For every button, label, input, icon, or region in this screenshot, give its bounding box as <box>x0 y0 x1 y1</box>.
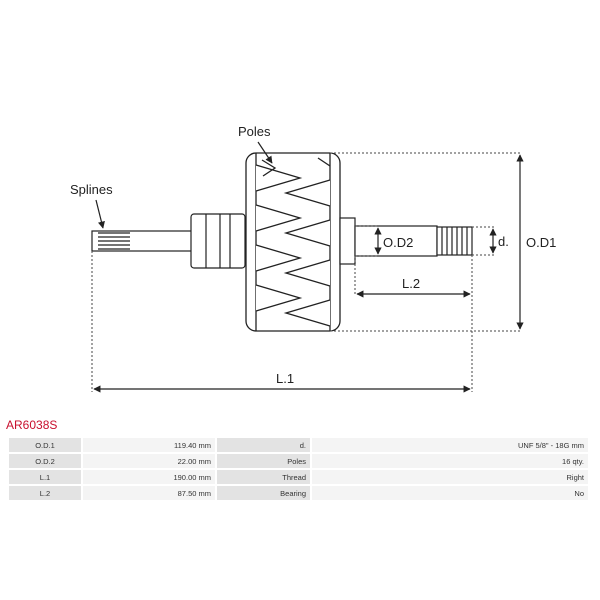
table-row: L.2 87.50 mm Bearing No <box>9 486 588 500</box>
spec-value: 190.00 mm <box>83 470 215 484</box>
spec-key: L.1 <box>9 470 81 484</box>
spec-key: Bearing <box>217 486 310 500</box>
spec-value: Right <box>312 470 588 484</box>
table-row: L.1 190.00 mm Thread Right <box>9 470 588 484</box>
dimension-arrows <box>93 141 524 393</box>
spec-key: L.2 <box>9 486 81 500</box>
d-label: d. <box>498 234 509 249</box>
spline-shaft <box>91 230 193 252</box>
rotor-diagram: Poles Splines O.D1 O.D2 d. L.1 L.2 <box>70 124 556 393</box>
poles-leader <box>257 141 273 164</box>
slip-rings <box>190 213 246 269</box>
spec-key: d. <box>217 438 310 452</box>
rotor-poles <box>245 152 341 332</box>
spec-key: O.D.2 <box>9 454 81 468</box>
spec-key: Poles <box>217 454 310 468</box>
spec-value: 22.00 mm <box>83 454 215 468</box>
poles-label: Poles <box>238 124 271 139</box>
spec-value: No <box>312 486 588 500</box>
specs-table: O.D.1 119.40 mm d. UNF 5/8" - 18G mm O.D… <box>7 436 590 502</box>
spec-value: 87.50 mm <box>83 486 215 500</box>
l2-label: L.2 <box>402 276 420 291</box>
extension-lines <box>91 152 522 392</box>
spec-key: Thread <box>217 470 310 484</box>
right-shaft <box>339 217 473 265</box>
spec-value: 119.40 mm <box>83 438 215 452</box>
table-row: O.D.1 119.40 mm d. UNF 5/8" - 18G mm <box>9 438 588 452</box>
part-number: AR6038S <box>6 418 58 432</box>
spec-key: O.D.1 <box>9 438 81 452</box>
splines-label: Splines <box>70 182 113 197</box>
splines-leader <box>95 199 105 229</box>
spec-value: UNF 5/8" - 18G mm <box>312 438 588 452</box>
spec-value: 16 qty. <box>312 454 588 468</box>
table-row: O.D.2 22.00 mm Poles 16 qty. <box>9 454 588 468</box>
od2-label: O.D2 <box>383 235 413 250</box>
l1-label: L.1 <box>276 371 294 386</box>
od1-label: O.D1 <box>526 235 556 250</box>
